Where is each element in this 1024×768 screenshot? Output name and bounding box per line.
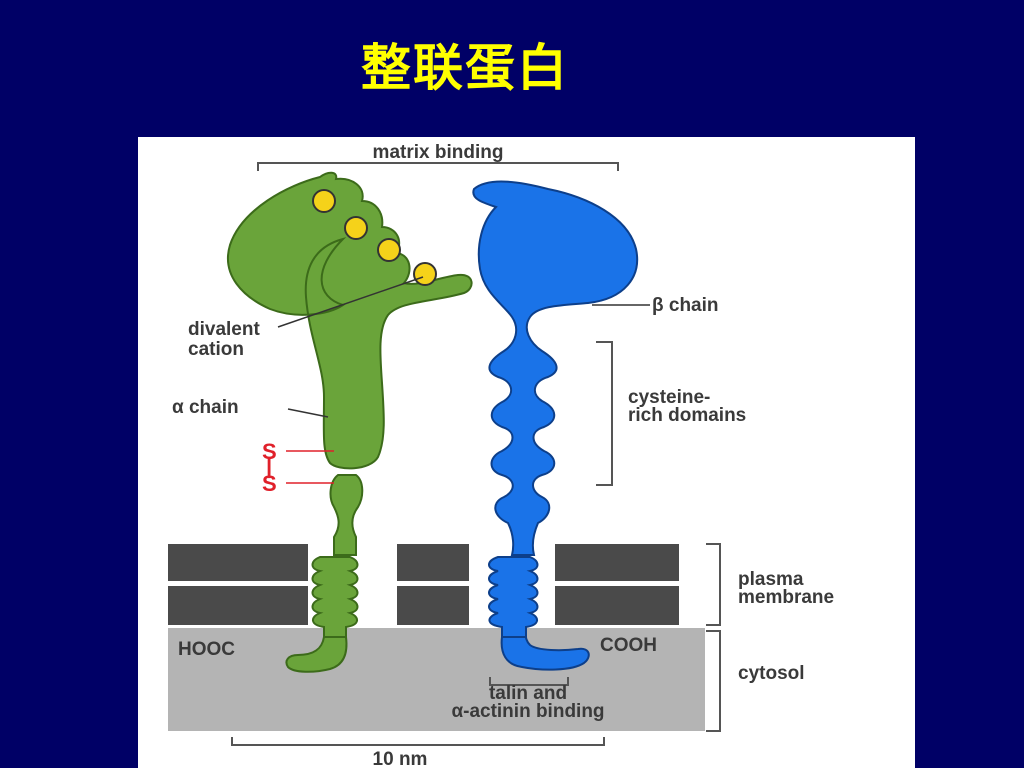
talin-label-line2: α-actinin binding — [451, 701, 604, 722]
cytosol-label: cytosol — [738, 663, 805, 684]
slide-title: 整联蛋白 — [361, 39, 569, 97]
talin-bracket — [489, 677, 569, 686]
integrin-diagram: matrix binding — [138, 137, 915, 768]
disulfide-leaders — [286, 450, 334, 484]
matrix-binding-label: matrix binding — [373, 142, 504, 163]
scale-bar — [231, 737, 605, 746]
cysteine-bracket — [596, 341, 613, 486]
divalent-cations — [312, 189, 437, 286]
cysteine-label-line1: cysteine- — [628, 387, 710, 408]
hooc-label: HOOC — [178, 639, 235, 660]
divalent-label-line2: cation — [188, 339, 244, 360]
scale-label: 10 nm — [373, 749, 428, 768]
divalent-label-line1: divalent — [188, 319, 260, 340]
cysteine-label-line2: rich domains — [628, 405, 746, 426]
disulfide-bond: | — [266, 453, 272, 478]
disulfide-s-bottom: S — [262, 471, 277, 496]
plasma-label-line1: plasma — [738, 569, 804, 590]
plasma-membrane-bracket — [706, 543, 721, 626]
alpha-chain-label: α chain — [172, 397, 239, 418]
plasma-membrane — [168, 544, 679, 625]
alpha-chain — [227, 171, 473, 673]
cytosol-bracket — [706, 630, 721, 732]
beta-chain — [472, 180, 639, 671]
plasma-label-line2: membrane — [738, 587, 834, 608]
label-leaders — [277, 276, 650, 418]
cytosol-region — [168, 628, 705, 731]
talin-label-line1: talin and — [489, 683, 567, 704]
matrix-binding-bracket — [257, 162, 619, 171]
beta-chain-label: β chain — [652, 295, 719, 316]
disulfide-s-top: S — [262, 439, 277, 464]
cooh-label: COOH — [600, 635, 657, 656]
